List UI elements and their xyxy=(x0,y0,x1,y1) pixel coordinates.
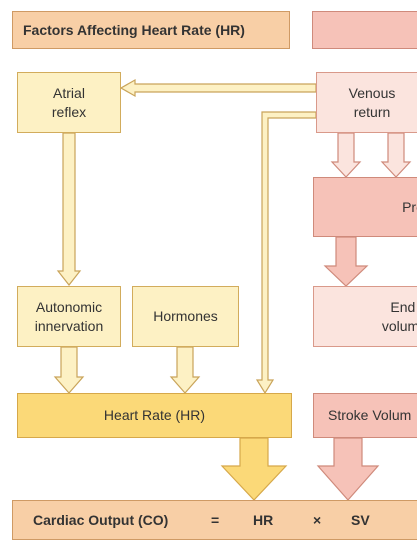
preload-box: Prel xyxy=(313,177,417,237)
heart-rate-label: Heart Rate (HR) xyxy=(103,407,206,424)
atrial-reflex-box: Atrial reflex xyxy=(17,72,121,133)
sv-term: SV xyxy=(351,511,370,528)
end-diastolic-volume-box: End d volume xyxy=(313,286,417,347)
venous-return-box: Venous return xyxy=(316,72,417,133)
stroke-volume-box: Stroke Volum xyxy=(313,393,417,438)
preload-to-edv-arrow xyxy=(323,236,369,287)
hormones-box: Hormones xyxy=(132,286,239,347)
heart-rate-box: Heart Rate (HR) xyxy=(17,393,292,438)
factors-hr-header-text: Factors Affecting Heart Rate (HR) xyxy=(23,21,245,38)
hormones-to-hr-arrow xyxy=(169,346,201,394)
atrial-reflex-label: Atrial reflex xyxy=(51,85,87,120)
venous-to-atrial-arrow xyxy=(119,78,317,98)
atrial-to-autonomic-arrow xyxy=(56,132,82,286)
cardiac-output-bar: Cardiac Output (CO) = HR × SV xyxy=(12,500,417,540)
autonomic-innervation-box: Autonomic innervation xyxy=(17,286,121,347)
cardiac-output-label: Cardiac Output (CO) xyxy=(33,511,169,528)
venous-to-preload-arrow-2 xyxy=(380,132,412,178)
autonomic-to-hr-arrow xyxy=(53,346,85,394)
venous-to-hr-arrow xyxy=(255,111,317,395)
equals-sign: = xyxy=(211,511,220,528)
factors-hr-header: Factors Affecting Heart Rate (HR) xyxy=(12,11,290,49)
times-sign: × xyxy=(313,511,322,528)
hr-to-co-arrow xyxy=(220,437,288,501)
preload-label: Prel xyxy=(402,198,417,215)
stroke-volume-label: Stroke Volum xyxy=(328,407,412,424)
venous-return-label: Venous return xyxy=(348,85,396,120)
sv-to-co-arrow xyxy=(316,437,380,501)
hormones-label: Hormones xyxy=(153,308,218,325)
venous-to-preload-arrow-1 xyxy=(330,132,362,178)
hr-term: HR xyxy=(253,511,274,528)
autonomic-innervation-label: Autonomic innervation xyxy=(34,299,104,334)
factors-sv-header xyxy=(312,11,417,49)
end-diastolic-volume-label: End d volume xyxy=(381,299,417,334)
